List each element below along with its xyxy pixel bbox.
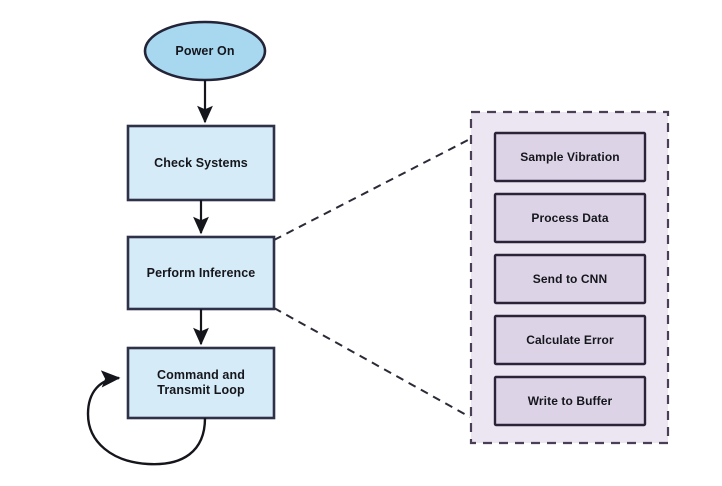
subprocess-box-3	[493, 253, 647, 305]
subprocess-box-4	[493, 314, 647, 366]
process-box-command-transmit-loop	[126, 346, 276, 420]
subprocess-box-1	[493, 131, 647, 183]
dashed-link-bottom	[273, 307, 471, 418]
subprocess-box-5	[493, 375, 647, 427]
process-box-perform-inference	[126, 235, 276, 311]
subprocess-box-2	[493, 192, 647, 244]
dashed-link-top	[273, 138, 471, 241]
process-box-check-systems	[126, 124, 276, 202]
start-node-ellipse	[143, 20, 267, 82]
feedback-loop-arrow	[86, 370, 207, 466]
